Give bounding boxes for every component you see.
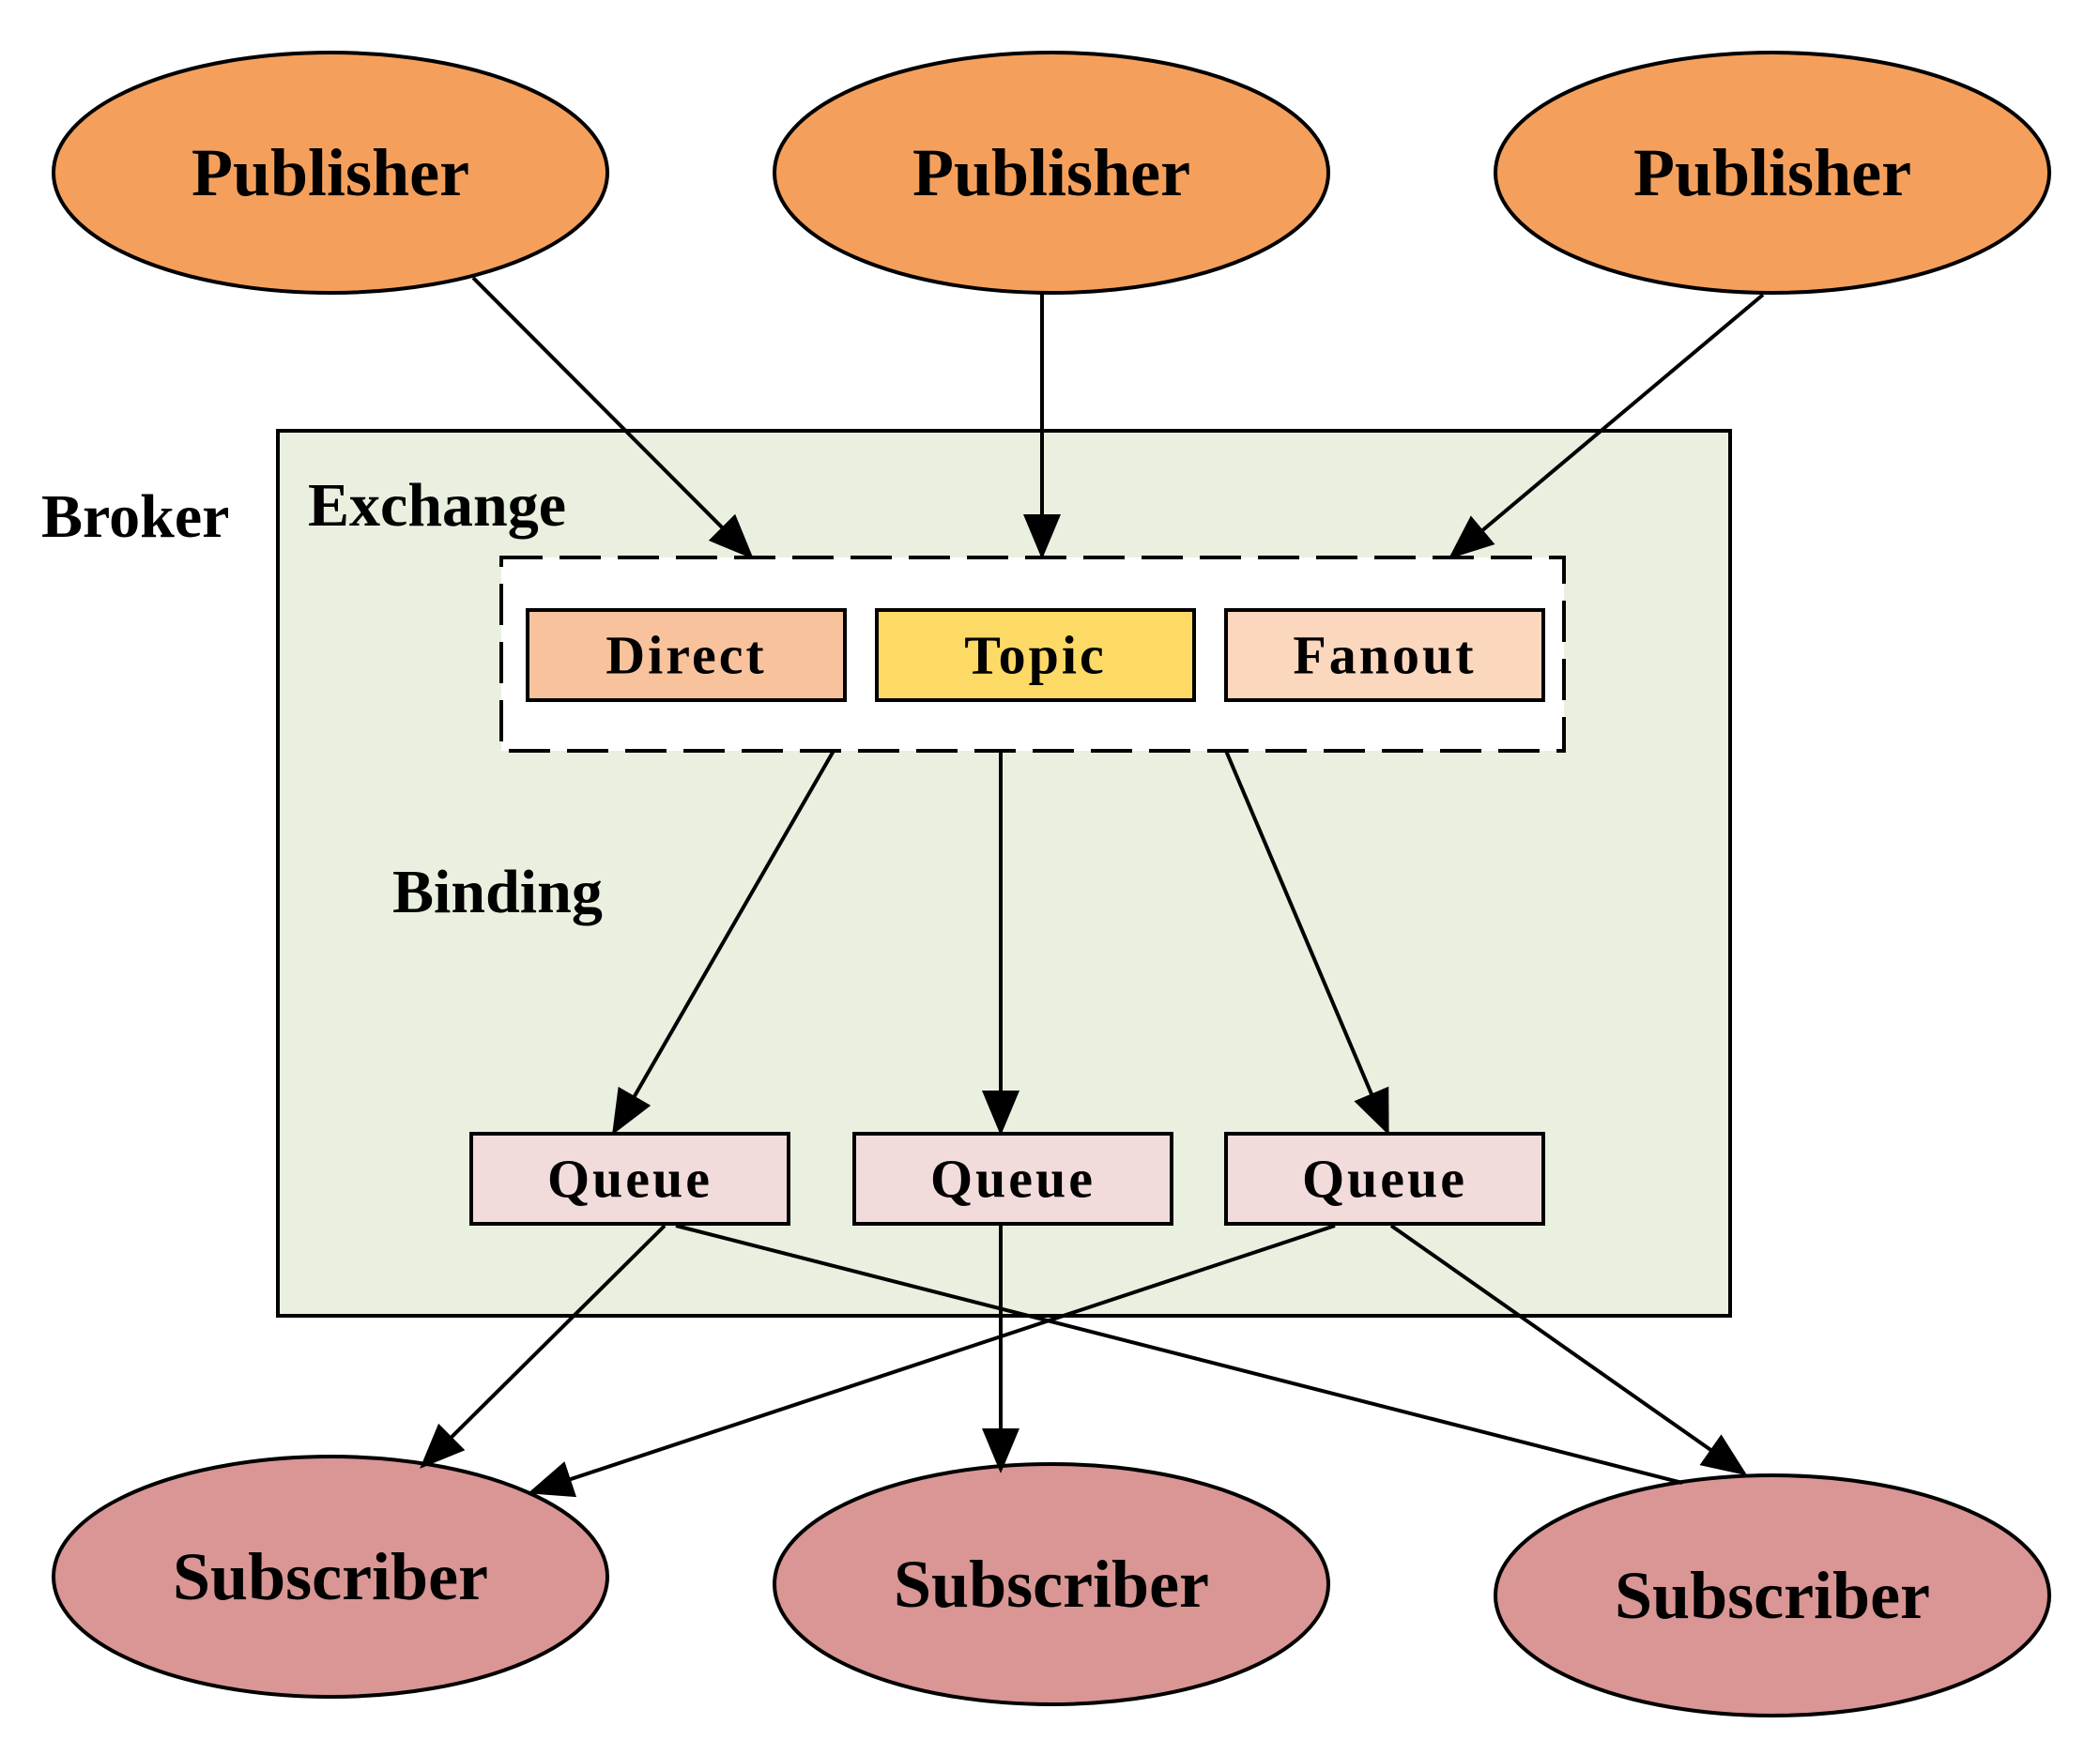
exchange-topic-label: Topic: [964, 625, 1106, 686]
edge-binding-to-queue3: [1224, 750, 1389, 1136]
queue-2-box: [852, 1132, 1173, 1226]
publisher-2[interactable]: Publisher: [773, 51, 1330, 295]
subscriber-1-ellipse: [52, 1455, 609, 1699]
edge-publisher1-to-exchange: [471, 276, 754, 559]
subscriber-2-ellipse: [773, 1462, 1330, 1706]
subscriber-2[interactable]: Subscriber: [773, 1462, 1330, 1706]
subscriber-2-label: Subscriber: [894, 1547, 1209, 1622]
exchange-label: Exchange: [308, 471, 566, 540]
binding-label: Binding: [392, 858, 603, 926]
exchange-fanout[interactable]: Fanout: [1224, 608, 1545, 702]
exchange-direct[interactable]: Direct: [526, 608, 847, 702]
queue-3[interactable]: Queue: [1224, 1132, 1545, 1226]
exchange-topic-box: [875, 608, 1196, 702]
edge-queue1-to-subscriber1: [420, 1224, 667, 1469]
subscriber-3-label: Subscriber: [1615, 1558, 1930, 1633]
queue-3-box: [1224, 1132, 1545, 1226]
exchange-fanout-box: [1224, 608, 1545, 702]
queue-1-label: Queue: [547, 1149, 713, 1210]
queue-1-box: [469, 1132, 790, 1226]
broker-label: Broker: [41, 482, 229, 551]
queue-2[interactable]: Queue: [852, 1132, 1173, 1226]
subscriber-1[interactable]: Subscriber: [52, 1455, 609, 1699]
exchange-direct-box: [526, 608, 847, 702]
edge-publisher3-to-exchange: [1448, 293, 1765, 559]
edge-binding-to-queue1: [612, 750, 835, 1136]
edge-queue1-to-subscriber3: [675, 1224, 1683, 1485]
publisher-1-label: Publisher: [192, 135, 469, 210]
publisher-1[interactable]: Publisher: [52, 51, 609, 295]
queue-3-label: Queue: [1302, 1149, 1467, 1210]
publisher-2-ellipse: [773, 51, 1330, 295]
queue-1[interactable]: Queue: [469, 1132, 790, 1226]
exchange-topic[interactable]: Topic: [875, 608, 1196, 702]
publisher-3[interactable]: Publisher: [1494, 51, 2051, 295]
subscriber-1-label: Subscriber: [173, 1539, 488, 1614]
edge-queue3-to-subscriber1: [528, 1224, 1336, 1498]
subscriber-3[interactable]: Subscriber: [1494, 1473, 2051, 1717]
queue-2-label: Queue: [930, 1149, 1096, 1210]
edge-queue3-to-subscriber3: [1389, 1224, 1748, 1476]
exchange-fanout-label: Fanout: [1293, 625, 1476, 686]
subscriber-3-ellipse: [1494, 1473, 2051, 1717]
publisher-2-label: Publisher: [912, 135, 1190, 210]
exchange-direct-label: Direct: [605, 625, 767, 686]
publisher-3-ellipse: [1494, 51, 2051, 295]
publisher-1-ellipse: [52, 51, 609, 295]
publisher-3-label: Publisher: [1633, 135, 1911, 210]
